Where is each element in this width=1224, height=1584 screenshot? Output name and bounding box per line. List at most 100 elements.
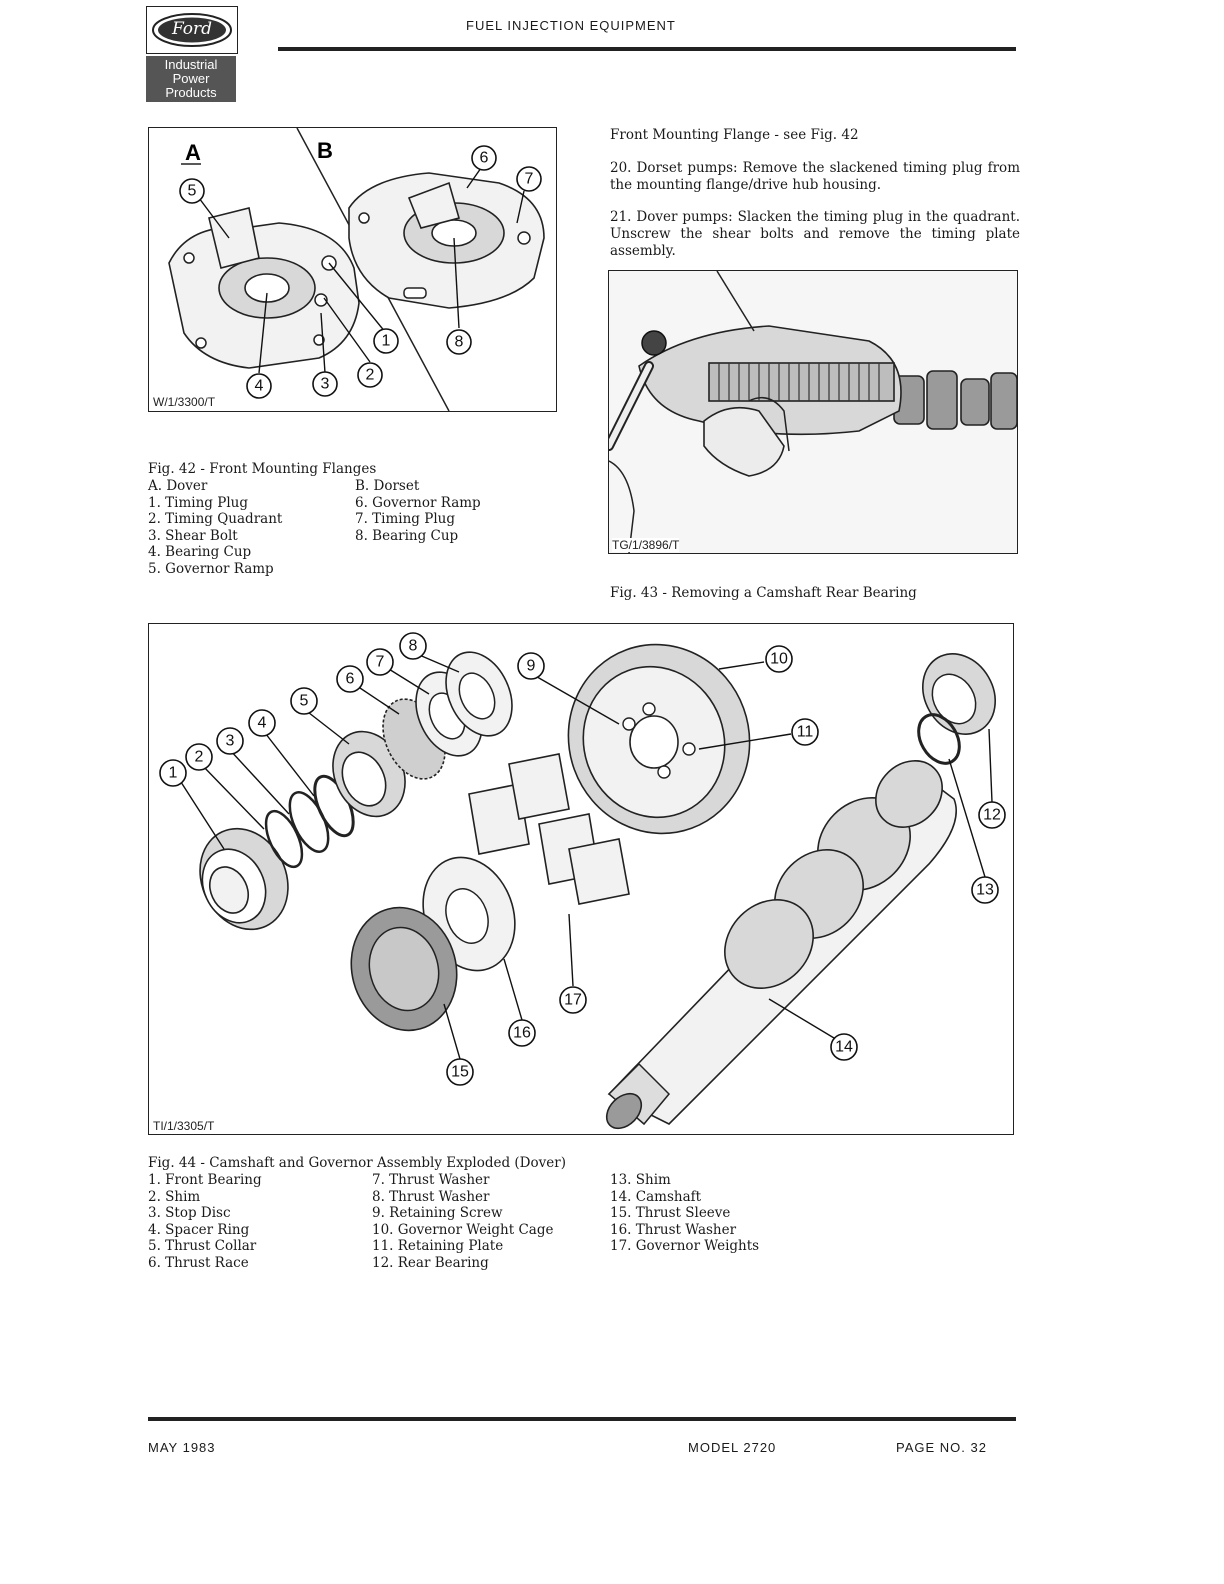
legend-item: 17. Governor Weights	[610, 1238, 760, 1254]
callout-13: 13	[971, 876, 999, 904]
dover-flange-drawing	[168, 207, 360, 369]
legend-item: 13. Shim	[610, 1172, 671, 1188]
legend-item: 1. Timing Plug	[148, 494, 248, 511]
camshaft	[605, 760, 958, 1130]
fig43-photo: TG/1/3896/T	[608, 270, 1018, 554]
callout-7: 7	[366, 648, 394, 676]
section-heading: Front Mounting Flange - see Fig. 42	[610, 127, 859, 143]
callout-3: 3	[312, 371, 338, 397]
footer-page-number: PAGE NO. 32	[896, 1440, 987, 1455]
svg-text:6: 6	[480, 150, 489, 167]
step-20: 20. Dorset pumps: Remove the slackened t…	[610, 160, 1020, 193]
callout-9: 9	[517, 652, 545, 680]
legend-item: 3. Shear Bolt	[148, 527, 238, 544]
legend-item: 11. Retaining Plate	[372, 1238, 504, 1254]
svg-text:1: 1	[382, 333, 391, 350]
svg-text:9: 9	[527, 658, 536, 675]
footer-date: MAY 1983	[148, 1440, 216, 1455]
legend-item: 1. Front Bearing	[148, 1172, 262, 1188]
svg-text:2: 2	[366, 367, 375, 384]
svg-text:15: 15	[451, 1064, 469, 1081]
label-a: A	[185, 140, 201, 165]
fig44-ref: TI/1/3305/T	[153, 1119, 215, 1133]
callout-7: 7	[516, 166, 542, 192]
callout-11: 11	[791, 718, 819, 746]
legend-item: 9. Retaining Screw	[372, 1205, 503, 1221]
fig44-legend-col3: 13. Shim 14. Camshaft 15. Thrust Sleeve …	[610, 1172, 759, 1255]
camshaft-lobes	[893, 370, 1017, 430]
legend-item: 12. Rear Bearing	[372, 1254, 489, 1271]
fig42-caption: Fig. 42 - Front Mounting Flanges	[148, 461, 377, 477]
fig42-ref: W/1/3300/T	[153, 395, 216, 409]
svg-text:13: 13	[976, 882, 994, 899]
page-header-title: FUEL INJECTION EQUIPMENT	[466, 18, 676, 33]
footer-rule	[148, 1417, 1016, 1421]
callout-6: 6	[471, 145, 497, 171]
callout-2: 2	[185, 743, 213, 771]
legend-item: 7. Thrust Washer	[372, 1172, 490, 1188]
callout-6: 6	[336, 665, 364, 693]
svg-text:3: 3	[321, 376, 330, 393]
legend-item: 10. Governor Weight Cage	[372, 1221, 554, 1238]
callout-5: 5	[179, 178, 205, 204]
callout-3: 3	[216, 727, 244, 755]
fig42-legend-col2: B. Dorset 6. Governor Ramp 7. Timing Plu…	[355, 478, 481, 544]
legend-item: A. Dover	[148, 478, 208, 494]
governor-weights	[468, 753, 630, 905]
legend-item: 4. Spacer Ring	[148, 1221, 250, 1238]
callout-1: 1	[159, 759, 187, 787]
badge-line: Industrial	[164, 57, 218, 72]
callout-12: 12	[978, 801, 1006, 829]
dorset-flange-drawing	[348, 172, 545, 309]
svg-text:8: 8	[409, 638, 418, 655]
fig42-legend-col1: A. Dover 1. Timing Plug 2. Timing Quadra…	[148, 478, 282, 577]
callout-4: 4	[246, 373, 272, 399]
callout-15: 15	[446, 1058, 474, 1086]
legend-item: 3. Stop Disc	[148, 1205, 231, 1221]
badge-line: Power	[172, 71, 210, 86]
svg-text:8: 8	[455, 334, 464, 351]
fig44-legend-col2: 7. Thrust Washer 8. Thrust Washer 9. Ret…	[372, 1172, 553, 1271]
label-b: B	[317, 138, 333, 163]
legend-item: 16. Thrust Washer	[610, 1221, 737, 1238]
legend-item: 5. Governor Ramp	[148, 560, 274, 577]
industrial-power-badge: Industrial Power Products	[146, 56, 236, 102]
legend-item: 2. Shim	[148, 1188, 201, 1205]
legend-item: 15. Thrust Sleeve	[610, 1205, 731, 1221]
svg-text:5: 5	[300, 693, 309, 710]
svg-text:17: 17	[564, 992, 582, 1009]
ford-logo: Ford	[146, 6, 238, 54]
svg-text:7: 7	[376, 654, 385, 671]
svg-text:3: 3	[226, 733, 235, 750]
badge-line: Products	[165, 85, 217, 100]
legend-item: 6. Governor Ramp	[355, 494, 481, 511]
footer-model: MODEL 2720	[688, 1440, 777, 1455]
governor-weight-cage	[567, 643, 751, 835]
callout-1: 1	[373, 328, 399, 354]
svg-text:5: 5	[188, 183, 197, 200]
legend-item: 6. Thrust Race	[148, 1254, 249, 1271]
callout-8: 8	[446, 329, 472, 355]
svg-text:6: 6	[346, 671, 355, 688]
fig44-exploded-view: 1 2 3 4 5 6 7 8 9 10 11 12 13 14 15 16 1…	[148, 623, 1014, 1135]
step-21: 21. Dover pumps: Slacken the timing plug…	[610, 209, 1020, 259]
fig44-caption: Fig. 44 - Camshaft and Governor Assembly…	[148, 1155, 566, 1171]
svg-text:4: 4	[258, 715, 267, 732]
svg-text:4: 4	[255, 378, 264, 395]
legend-item: 7. Timing Plug	[355, 511, 455, 527]
svg-text:11: 11	[797, 724, 814, 741]
svg-text:2: 2	[195, 749, 204, 766]
legend-item: B. Dorset	[355, 478, 420, 494]
ford-logo-text: Ford	[171, 19, 213, 39]
svg-text:1: 1	[169, 765, 178, 782]
fig42-illustration: A B 1 2 3 4 5 6 7 8 W/1/3300/T	[148, 127, 557, 412]
legend-item: 8. Thrust Washer	[372, 1188, 490, 1205]
legend-item: 4. Bearing Cup	[148, 544, 252, 560]
legend-item: 5. Thrust Collar	[148, 1238, 257, 1254]
svg-text:10: 10	[770, 651, 788, 668]
legend-item: 8. Bearing Cup	[355, 527, 459, 544]
callout-16: 16	[508, 1019, 536, 1047]
callout-14: 14	[830, 1033, 858, 1061]
callout-17: 17	[559, 986, 587, 1014]
fig43-caption: Fig. 43 - Removing a Camshaft Rear Beari…	[610, 585, 917, 601]
